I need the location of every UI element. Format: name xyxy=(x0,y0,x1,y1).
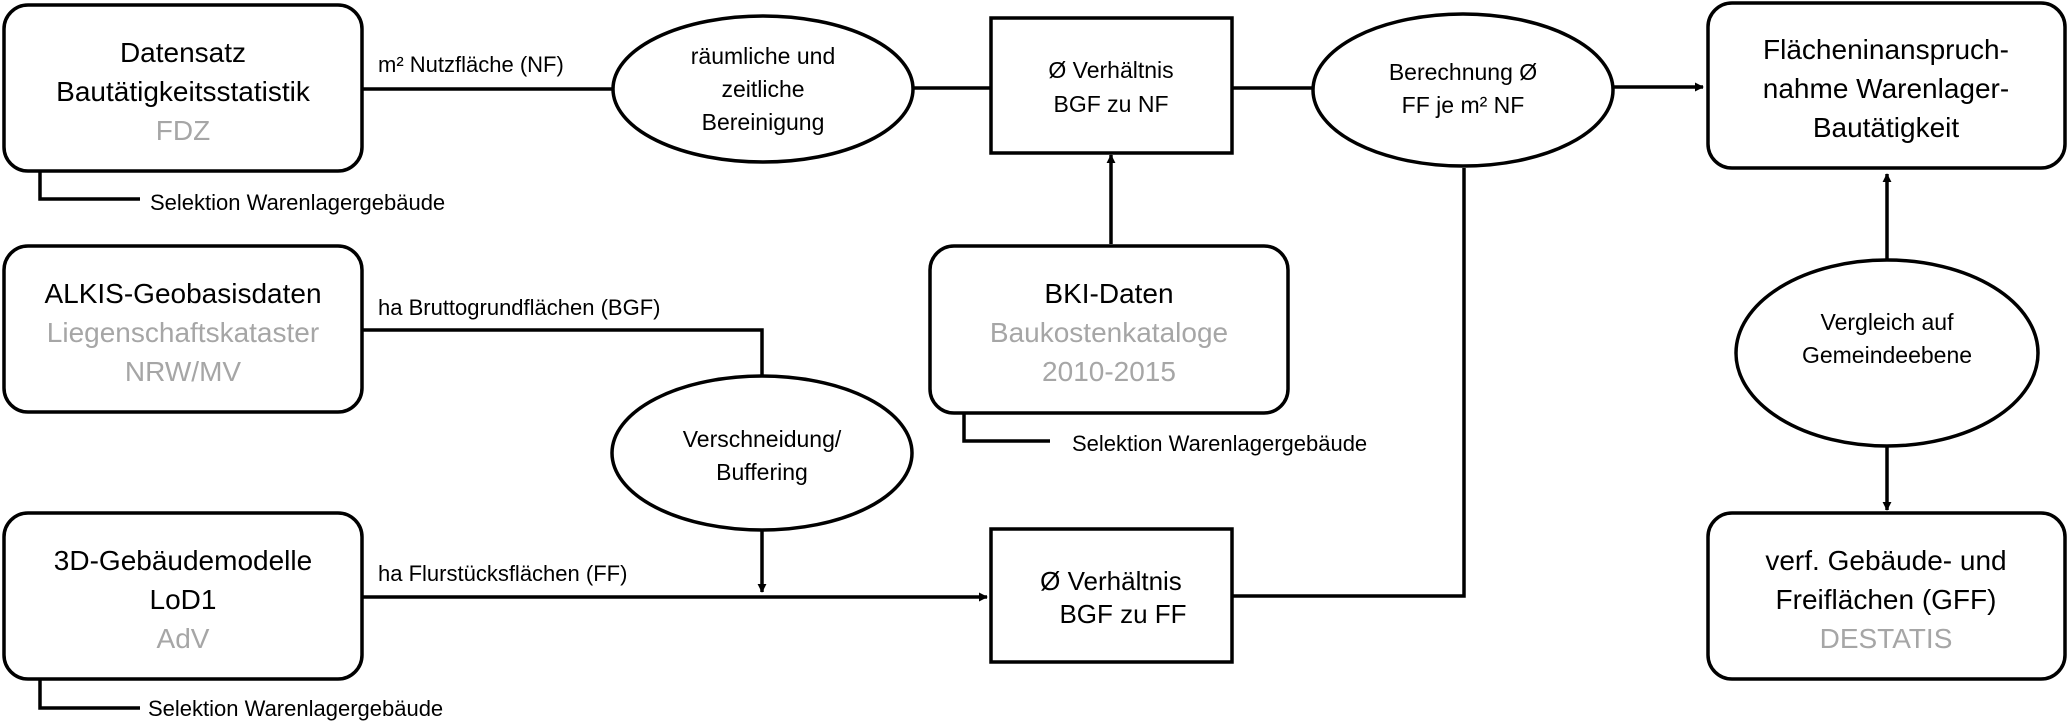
node-alkis-source1: Liegenschaftskataster xyxy=(47,317,319,348)
bracket-selektion-datensatz xyxy=(38,170,140,201)
node-verh-ff-line1: Ø Verhältnis xyxy=(1040,566,1182,596)
node-gff-line1: verf. Gebäude- und xyxy=(1765,545,2006,576)
node-bereinigung-line3: Bereinigung xyxy=(702,109,825,135)
node-verschneidung-line1: Verschneidung/ xyxy=(683,426,842,452)
edge-label-nf: m² Nutzfläche (NF) xyxy=(378,52,564,77)
node-datensatz: Datensatz Bautätigkeitsstatistik FDZ xyxy=(2,3,364,173)
edge-label-selektion-3d: Selektion Warenlagergebäude xyxy=(148,696,443,721)
node-flaechen-line1: Flächeninanspruch- xyxy=(1763,34,2009,65)
node-bereinigung: räumliche und zeitliche Bereinigung xyxy=(611,14,915,164)
node-alkis-line1: ALKIS-Geobasisdaten xyxy=(44,278,321,309)
node-datensatz-line1: Datensatz xyxy=(120,37,246,68)
node-bki-source1: Baukostenkataloge xyxy=(990,317,1228,348)
node-verschneidung-line2: Buffering xyxy=(716,459,808,485)
node-vergleich-line2: Gemeindeebene xyxy=(1802,342,1972,368)
node-bereinigung-line1: räumliche und xyxy=(691,43,835,69)
node-alkis: ALKIS-Geobasisdaten Liegenschaftskataste… xyxy=(2,244,364,414)
edge-verh-ff-berechnung xyxy=(1232,168,1466,598)
node-alkis-source2: NRW/MV xyxy=(125,356,241,387)
node-vergleich-line1: Vergleich auf xyxy=(1821,309,1955,335)
edge-label-bgf: ha Bruttogrundflächen (BGF) xyxy=(378,295,660,320)
node-bereinigung-line2: zeitliche xyxy=(721,76,804,102)
node-berechnung: Berechnung Ø FF je m² NF xyxy=(1311,12,1615,168)
node-verh-nf: Ø Verhältnis BGF zu NF xyxy=(989,16,1234,155)
node-datensatz-source: FDZ xyxy=(156,115,210,146)
node-datensatz-line2: Bautätigkeitsstatistik xyxy=(56,76,311,107)
edge-label-ff: ha Flurstücksflächen (FF) xyxy=(378,561,627,586)
bracket-selektion-bki xyxy=(962,412,1050,443)
node-bki-source2: 2010-2015 xyxy=(1042,356,1176,387)
node-verh-nf-line2: BGF zu NF xyxy=(1053,91,1168,117)
node-berechnung-line2: FF je m² NF xyxy=(1402,92,1525,118)
node-verschneidung: Verschneidung/ Buffering xyxy=(610,374,914,532)
edge-label-selektion-datensatz: Selektion Warenlagergebäude xyxy=(150,190,445,215)
edge-label-selektion-bki: Selektion Warenlagergebäude xyxy=(1072,431,1367,456)
node-gff-line2: Freiflächen (GFF) xyxy=(1776,584,1997,615)
node-gebaeude3d-source: AdV xyxy=(157,623,210,654)
node-verh-ff: Ø Verhältnis BGF zu FF xyxy=(989,527,1234,664)
node-gebaeude3d: 3D-Gebäudemodelle LoD1 AdV xyxy=(2,511,364,681)
node-verh-ff-line2: BGF zu FF xyxy=(1059,599,1186,629)
node-bki-line1: BKI-Daten xyxy=(1044,278,1173,309)
node-bki: BKI-Daten Baukostenkataloge 2010-2015 xyxy=(928,244,1290,415)
node-gebaeude3d-line2: LoD1 xyxy=(150,584,217,615)
edge-labels: m² Nutzfläche (NF) ha Bruttogrundflächen… xyxy=(148,52,1367,721)
connectors xyxy=(38,82,1892,710)
node-gebaeude3d-line1: 3D-Gebäudemodelle xyxy=(54,545,312,576)
node-flaechen-line3: Bautätigkeit xyxy=(1813,112,1960,143)
node-gff-source: DESTATIS xyxy=(1820,623,1953,654)
node-gff: verf. Gebäude- und Freiflächen (GFF) DES… xyxy=(1706,511,2067,681)
node-berechnung-line1: Berechnung Ø xyxy=(1389,59,1537,85)
node-flaechen-line2: nahme Warenlager- xyxy=(1763,73,2009,104)
node-verh-nf-line1: Ø Verhältnis xyxy=(1048,57,1173,83)
node-vergleich: Vergleich auf Gemeindeebene xyxy=(1734,258,2040,448)
bracket-selektion-3d xyxy=(38,680,140,710)
node-flaechen: Flächeninanspruch- nahme Warenlager- Bau… xyxy=(1706,1,2067,170)
